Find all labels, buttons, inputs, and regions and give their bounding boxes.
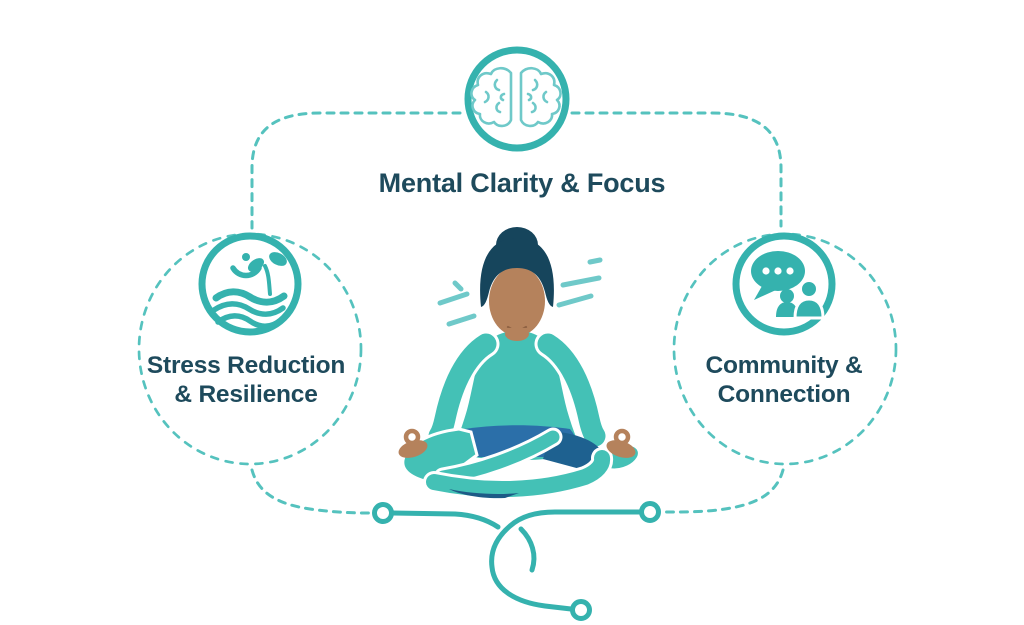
right-hand: [606, 440, 636, 458]
connector-bottom-left: [250, 468, 371, 515]
swirl-end-dot: [570, 599, 592, 621]
crossed-legs: [401, 425, 641, 501]
left-node-dot: [372, 502, 394, 524]
face: [489, 266, 545, 336]
lower-shin: [426, 450, 611, 498]
label-line: & Resilience: [174, 381, 318, 409]
connector-top-right: [570, 111, 783, 228]
breath-marks: [437, 257, 603, 327]
hands: [398, 428, 636, 458]
chat-people-icon: [732, 232, 836, 336]
neckline: [505, 327, 529, 341]
label-line: Stress Reduction: [146, 352, 346, 379]
label-stress-reduction-resilience: Stress Reduction & Resilience: [118, 351, 374, 410]
label-line: Community &: [705, 352, 863, 379]
label-community-connection: Community & Connection: [656, 351, 912, 410]
brain-icon: [464, 46, 570, 152]
meditating-person-figure: [398, 227, 641, 501]
connector-bottom-right: [664, 468, 785, 514]
right-node-dot: [639, 501, 661, 523]
label-line: Connection: [717, 381, 851, 409]
left-mudra: [403, 428, 421, 446]
bottom-line-left: [389, 510, 501, 530]
nature-waves-icon: [198, 232, 302, 336]
bottom-line-right-swirl: [489, 509, 644, 612]
right-arm: [537, 333, 606, 447]
leg-shadow: [449, 489, 519, 499]
swirl-inner-arc: [518, 526, 537, 573]
connector-top-left: [250, 111, 462, 230]
hair-front: [480, 238, 554, 307]
label-mental-clarity-focus: Mental Clarity & Focus: [378, 168, 666, 198]
left-hand: [398, 440, 428, 458]
right-mudra: [613, 428, 631, 446]
